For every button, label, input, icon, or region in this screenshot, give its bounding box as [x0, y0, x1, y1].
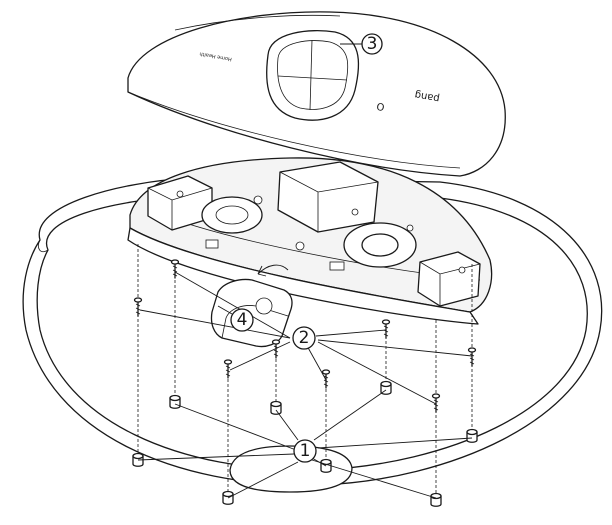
callout-1-number: 1: [300, 441, 311, 461]
screw: [271, 339, 281, 359]
screws: [133, 259, 477, 413]
callout-1: 1: [293, 439, 317, 463]
brand-logo-glyph: O: [376, 100, 386, 112]
module-arrow: [257, 264, 289, 275]
screw: [431, 393, 441, 413]
rubber-foot: [270, 400, 282, 415]
module: [210, 264, 293, 348]
screw: [170, 259, 180, 279]
callout-4: 4: [230, 308, 254, 332]
screw: [133, 297, 143, 317]
callout-2-number: 2: [299, 328, 310, 348]
rubber-foot: [169, 394, 181, 409]
cover-small-label: Home Health: [199, 50, 232, 62]
callout-4-number: 4: [237, 310, 248, 330]
screw: [467, 347, 477, 367]
callout-3: 3: [361, 33, 383, 55]
leader-lines: [137, 43, 473, 499]
rubber-feet: [132, 380, 478, 507]
callout-2: 2: [292, 326, 316, 350]
rubber-foot: [132, 452, 144, 467]
rubber-foot: [380, 380, 392, 395]
chassis: [127, 157, 493, 325]
screw: [381, 319, 391, 339]
alignment-lines: [137, 244, 473, 498]
rubber-foot: [430, 492, 442, 507]
screw: [223, 359, 233, 379]
callout-3-number: 3: [367, 34, 378, 54]
rubber-foot: [466, 428, 478, 443]
top-cover: pang O Home Health: [127, 11, 506, 177]
brand-mark: pang: [414, 89, 441, 104]
